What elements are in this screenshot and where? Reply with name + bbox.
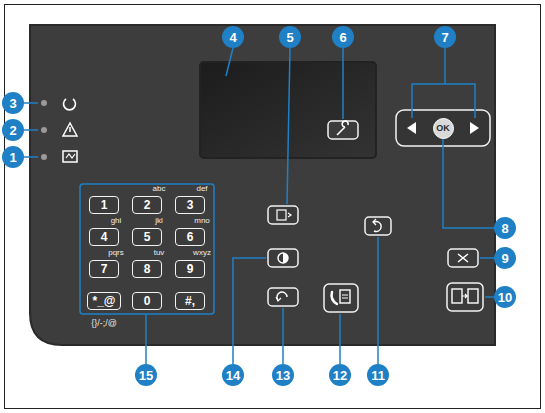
key-letters: def	[196, 185, 207, 193]
ok-button: OK	[433, 118, 454, 139]
callout-number: 13	[272, 364, 294, 386]
setup-button	[328, 121, 358, 139]
keypad-key: 4ghi	[89, 228, 119, 246]
keypad-key: *_@	[87, 292, 121, 310]
keypad-key: 8tuv	[132, 260, 162, 278]
key-letters: jkl	[155, 217, 163, 225]
callout-number: 14	[222, 364, 244, 386]
key-label: *_@	[92, 295, 115, 307]
frame	[5, 5, 541, 409]
callout-number: 3	[2, 92, 24, 114]
key-label: 1	[101, 199, 108, 211]
callout-number: 2	[2, 119, 24, 141]
callout-number: 4	[222, 26, 244, 48]
key-letters: ghi	[111, 217, 122, 225]
keypad-key: 0	[132, 292, 162, 310]
callout-number: 6	[332, 26, 354, 48]
contrast-button	[268, 249, 298, 267]
key-label: #,	[185, 295, 195, 307]
key-label: 9	[187, 263, 194, 275]
start-fax-button	[324, 284, 358, 312]
callout-number: 7	[434, 26, 456, 48]
key-letters: wxyz	[193, 249, 211, 257]
key-letters: tuv	[154, 249, 165, 257]
key-letters: abc	[153, 185, 166, 193]
keypad-key: 3def	[175, 196, 205, 214]
keypad-key: 7pqrs	[89, 260, 119, 278]
key-label: 4	[101, 231, 108, 243]
key-label: 2	[144, 199, 151, 211]
key-label: 3	[187, 199, 194, 211]
status-leds	[41, 99, 77, 162]
key-label: 5	[144, 231, 151, 243]
key-letters: pqrs	[108, 249, 124, 257]
callout-number: 15	[135, 364, 157, 386]
callout-number: 5	[279, 26, 301, 48]
keypad-symbols: {}/-;/@	[91, 318, 117, 328]
callout-number: 8	[494, 217, 516, 239]
callout-number: 11	[367, 364, 389, 386]
callout-number: 10	[494, 286, 516, 308]
callout-number: 12	[329, 364, 351, 386]
back-button	[365, 217, 391, 235]
keypad-key: 9wxyz	[175, 260, 205, 278]
start-copy-button	[447, 283, 483, 311]
key-label: 7	[101, 263, 108, 275]
keypad-key: #,	[175, 292, 205, 310]
keypad-key: 6mno	[175, 228, 205, 246]
callout-number: 9	[494, 247, 516, 269]
key-label: 6	[187, 231, 194, 243]
keypad-key: 1	[89, 196, 119, 214]
key-letters: mno	[194, 217, 210, 225]
key-label: OK	[436, 124, 450, 133]
key-label: 8	[144, 263, 151, 275]
callout-number: 1	[2, 146, 24, 168]
leader-lines	[24, 48, 494, 364]
menu-button	[268, 206, 298, 224]
cancel-button	[448, 249, 478, 267]
keypad-key: 2abc	[132, 196, 162, 214]
key-label: 0	[144, 295, 151, 307]
keypad-key: 5jkl	[132, 228, 162, 246]
panel	[30, 25, 495, 345]
redial-button	[268, 288, 298, 306]
